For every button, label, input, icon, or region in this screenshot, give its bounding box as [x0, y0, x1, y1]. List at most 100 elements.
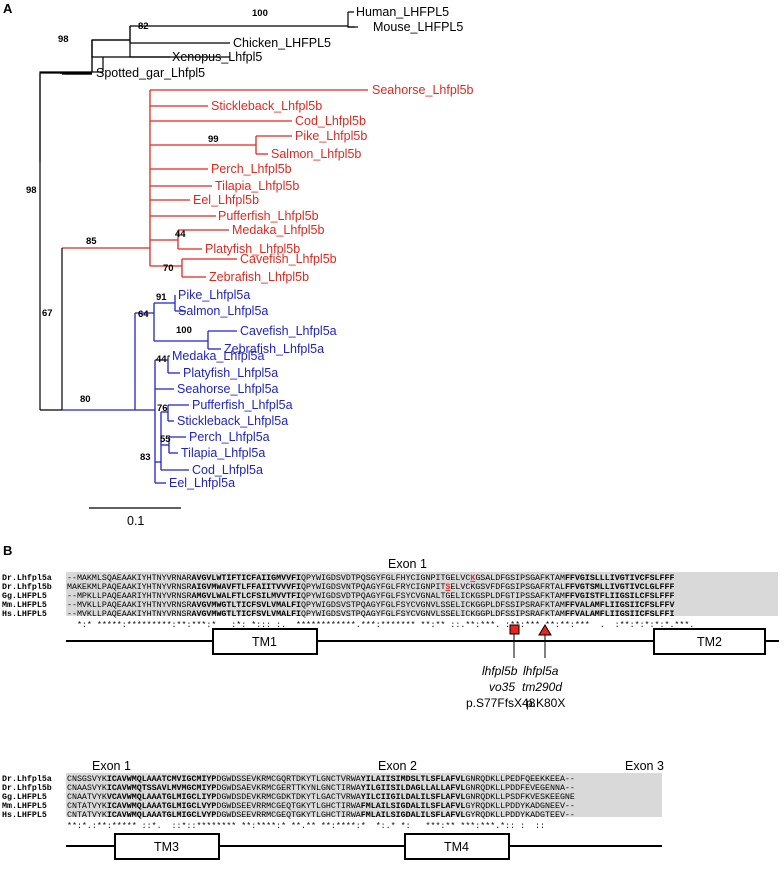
block1-seqname: Mm.LHFPL5 [2, 601, 47, 610]
bootstrap-puffer-stickle-a: 76 [157, 403, 168, 414]
tip-pufferfish-b: Pufferfish_Lhfpl5b [218, 209, 319, 223]
tip-platyfish-a: Platyfish_Lhfpl5a [183, 366, 278, 380]
bootstrap-tetrapod: 82 [138, 21, 149, 32]
block1-seqrow: --MPKLLPAQEAARIYHTNYVRNSRAMGVLWALFTLCFSI… [67, 592, 674, 601]
block2-exon3-label: Exon 3 [625, 759, 664, 773]
tetrapod-branches [62, 26, 230, 75]
mutation-allele-a: tm290d [522, 680, 562, 694]
tm2-label: TM2 [697, 635, 722, 649]
tm3-box [114, 833, 220, 860]
bootstrap-pike-salmon-a: 91 [156, 292, 167, 303]
tip-xenopus: Xenopus_Lhfpl5 [172, 50, 262, 64]
mutation-allele-b: vo35 [489, 680, 515, 694]
tip-seahorse-b: Seahorse_Lhfpl5b [372, 83, 474, 97]
tip-chicken: Chicken_LHFPL5 [233, 36, 331, 50]
tip-mouse: Mouse_LHFPL5 [373, 20, 463, 34]
scale-bar-label: 0.1 [127, 514, 144, 528]
tip-cod-b: Cod_Lhfpl5b [295, 114, 366, 128]
tip-medaka-b: Medaka_Lhfpl5b [232, 223, 324, 237]
bootstrap-lhfpl5a: 80 [80, 394, 91, 405]
block1-seqname: Gg.LHFPL5 [2, 592, 47, 601]
bootstrap-cave-zebra-b: 70 [163, 263, 174, 274]
bootstrap-ostario-salmo-a: 64 [138, 309, 149, 320]
bootstrap-teleost: 67 [42, 308, 53, 319]
tip-seahorse-a: Seahorse_Lhfpl5a [177, 382, 279, 396]
block2-alignment-shade [66, 773, 662, 817]
tip-perch-b: Perch_Lhfpl5b [211, 162, 292, 176]
panel-a-label: A [3, 1, 13, 16]
tip-tilapia-b: Tilapia_Lhfpl5b [215, 179, 299, 193]
mutation-gene-b: lhfpl5b [482, 664, 518, 678]
mutation-gene-a: lhfpl5a [523, 664, 559, 678]
bootstrap-medaka-platy-a: 44 [156, 354, 167, 365]
bootstrap-acanth-a: 83 [140, 452, 151, 463]
mutation-protein-b: p.S77FfsX48 [466, 696, 536, 710]
teleost-branches [61, 248, 63, 410]
bootstrap-pike-salmon-b: 99 [208, 134, 219, 145]
block2-consensus: **:*.:**:***** ::*. ::*::******** **:***… [67, 821, 545, 831]
tip-zebrafish-b: Zebrafish_Lhfpl5b [209, 270, 309, 284]
outgroup-tips: Human_LHFPL5 Mouse_LHFPL5 Chicken_LHFPL5… [96, 5, 463, 80]
block1-seqrow: --MAKMLSQAEAAKIYHTNYVRNARAVGVLWTIFTICFAI… [67, 574, 674, 583]
tip-cavefish-a: Cavefish_Lhfpl5a [240, 324, 337, 338]
block2-seqname: Dr.Lhfpl5b [2, 783, 52, 793]
lhfpl5a-branches [62, 295, 237, 484]
bootstrap-human-mouse: 100 [252, 8, 268, 19]
bootstrap-cave-zebra-a: 100 [176, 325, 192, 336]
outgroup-branches [39, 11, 358, 411]
mutation-protein-a: p.K80X [526, 696, 565, 710]
block2-alignment: Dr.Lhfpl5a CNSGSVYKICAVWMQLAAATCMVIGCMIY… [2, 774, 575, 831]
tm3-label: TM3 [154, 840, 179, 854]
block1-consensus: *:* *****:*********:**:***:* :*: *::: :.… [67, 620, 694, 630]
block2-seqname: Mm.LHFPL5 [2, 802, 47, 811]
block1-alignment: Dr.Lhfpl5a --MAKMLSQAEAAKIYHTNYVRNARAVGV… [2, 573, 694, 630]
tip-eel-b: Eel_Lhfpl5b [193, 193, 259, 207]
bootstrap-medaka-platy-b: 44 [175, 229, 186, 240]
bootstrap-root: 98 [26, 185, 37, 196]
tip-cod-a: Cod_Lhfpl5a [192, 463, 263, 477]
tip-zebrafish-a: Zebrafish_Lhfpl5a [224, 342, 324, 356]
tm2-box [653, 628, 766, 655]
tm4-box [404, 833, 510, 860]
block1-alignment-shade [66, 572, 778, 616]
bootstrap-sarco: 98 [58, 34, 69, 45]
tip-stickleback-a: Stickleback_Lhfpl5a [177, 414, 288, 428]
bootstrap-perch-tilapia-a: 55 [160, 434, 171, 445]
block1-exon1-label: Exon 1 [388, 557, 427, 571]
tip-pike-a: Pike_Lhfpl5a [178, 288, 250, 302]
block2-seqname: Gg.LHFPL5 [2, 793, 47, 802]
lhfpl5b-mutation-square [509, 624, 520, 635]
block1-seqname: Dr.Lhfpl5b [2, 582, 52, 592]
block1-seqrow: --MVKLLPAQEAAKIYHTNYVRNSRAVGVMWGTLTICFSV… [67, 601, 674, 610]
block2-exon1-label: Exon 1 [92, 759, 131, 773]
block2-seqname: Dr.Lhfpl5a [2, 774, 52, 784]
lhfpl5b-tips: Seahorse_Lhfpl5b Stickleback_Lhfpl5b Cod… [193, 83, 474, 284]
tip-eel-a: Eel_Lhfpl5a [169, 476, 235, 490]
lhfpl5b-branches [62, 89, 368, 278]
tip-tilapia-a: Tilapia_Lhfpl5a [181, 446, 265, 460]
block2-seqrow: CNSGSVYKICAVWMQLAAATCMVIGCMIYPDGWDSSEVKR… [67, 775, 575, 784]
tip-pufferfish-a: Pufferfish_Lhfpl5a [192, 398, 293, 412]
block1-seqrow: --MVKLLPAQEAAKIYHTNYVRNSRAVGVMWGTLTICFSV… [67, 610, 674, 619]
mutation-labels: lhfpl5b vo35 p.S77FfsX48 lhfpl5a tm290d … [466, 664, 565, 710]
tip-salmon-a: Salmon_Lhfpl5a [178, 304, 268, 318]
tip-perch-a: Perch_Lhfpl5a [189, 430, 270, 444]
tip-stickleback-b: Stickleback_Lhfpl5b [211, 99, 322, 113]
tm4-label: TM4 [444, 840, 469, 854]
block1-seqrow: MAKEKMLPAQEAAKIYHTNYVRNSRAIGVMWAVFTLFFAI… [67, 583, 674, 592]
block2-exon2-label: Exon 2 [378, 759, 417, 773]
tip-human: Human_LHFPL5 [356, 5, 449, 19]
block1-domain-map: TM1 TM2 [66, 624, 779, 658]
tip-salmon-b: Salmon_Lhfpl5b [271, 147, 361, 161]
lhfpl5a-tips: Pike_Lhfpl5a Salmon_Lhfpl5a Cavefish_Lhf… [169, 288, 337, 490]
block2-seqrow: CNAASVYKICAVWMQTSSAVLMVMGCMIYPDGWDSAEVKR… [67, 784, 575, 793]
block2-seqrow: CNTATVYKICAVWMQLAAATGLMIGCLVYPDGWDSEEVRR… [67, 811, 575, 820]
block2-seqrow: CNAATVYKVCAVWMQLAAATGLMIGCLIYPDGWDSDEVKR… [67, 793, 575, 802]
bootstrap-lhfpl5b: 85 [86, 236, 97, 247]
block1-seqname: Dr.Lhfpl5a [2, 573, 52, 583]
block1-seqname: Hs.LHFPL5 [2, 610, 47, 619]
panel-b-label: B [3, 543, 12, 558]
tip-gar: Spotted_gar_Lhfpl5 [96, 66, 205, 80]
tm1-label: TM1 [252, 635, 277, 649]
